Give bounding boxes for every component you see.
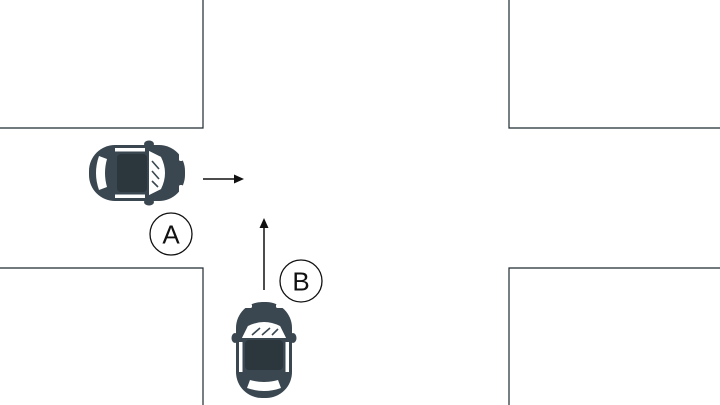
vehicle-b-label-text: B bbox=[292, 267, 309, 297]
curb-bottom-left bbox=[0, 267, 204, 405]
vehicle-b-label: B bbox=[279, 259, 323, 303]
curb-bottom-right bbox=[508, 267, 720, 405]
vehicle-a-label: A bbox=[149, 212, 193, 256]
curb-top-right bbox=[508, 0, 720, 129]
curb-top-left bbox=[0, 0, 204, 129]
car-b-icon bbox=[230, 301, 298, 399]
car-a-icon bbox=[88, 139, 186, 207]
arrow-b-up bbox=[259, 218, 269, 290]
arrow-a-right bbox=[203, 174, 244, 184]
vehicle-a-label-text: A bbox=[162, 220, 180, 250]
